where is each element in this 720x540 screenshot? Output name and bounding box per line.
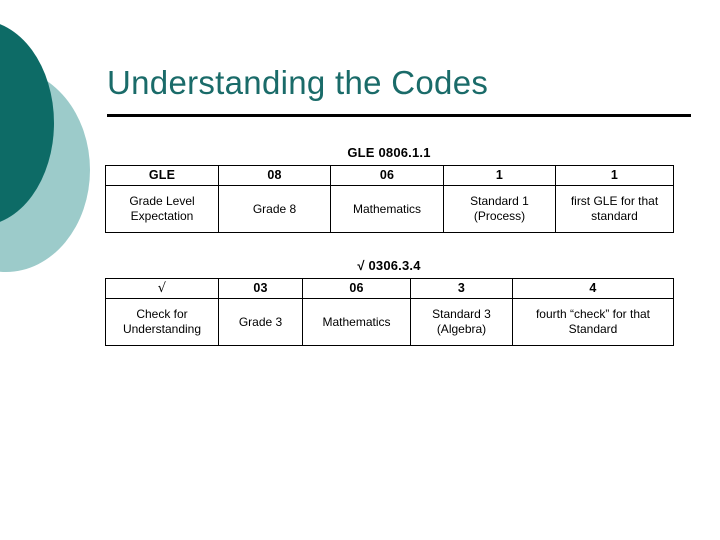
cell-code-3: 1 — [443, 165, 556, 186]
meaning-line-2: (Process) — [473, 209, 526, 223]
cell-code-4: 4 — [512, 278, 674, 299]
meaning-line-1: Check for — [136, 307, 188, 321]
table-row-meanings: Check for Understanding Grade 3 Mathemat… — [105, 298, 674, 346]
meaning-line-2: Standard — [568, 322, 618, 336]
cell-code-3: 3 — [410, 278, 513, 299]
cell-meaning-1: Grade 8 — [218, 185, 331, 233]
code-table-cfu: √ 03 06 3 4 Check for Understanding Grad… — [105, 278, 674, 346]
cell-code-2: 06 — [330, 165, 444, 186]
meaning-line-1: Grade 3 — [238, 314, 283, 329]
cell-meaning-0: Check for Understanding — [105, 298, 219, 346]
meaning-line-1: first GLE for that — [570, 194, 659, 208]
meaning-line-2: Understanding — [122, 322, 202, 336]
cell-meaning-0: Grade Level Expectation — [105, 185, 219, 233]
meaning-line-2: standard — [591, 209, 638, 223]
table-caption-cfu: √ 0306.3.4 — [357, 258, 421, 273]
table-caption-gle: GLE 0806.1.1 — [347, 145, 431, 160]
title-block: Understanding the Codes — [107, 62, 691, 117]
meaning-line-2: (Algebra) — [436, 322, 487, 336]
cell-meaning-3: Standard 1 (Process) — [443, 185, 556, 233]
cell-code-0: √ — [105, 278, 219, 299]
cell-code-0: GLE — [105, 165, 219, 186]
cell-code-4: 1 — [555, 165, 674, 186]
meaning-line-1: Grade 8 — [252, 201, 297, 216]
radical-icon: √ — [157, 281, 167, 296]
meaning-line-1: Grade Level — [129, 194, 195, 208]
cell-meaning-1: Grade 3 — [218, 298, 303, 346]
cell-meaning-4: first GLE for that standard — [555, 185, 674, 233]
cell-code-1: 08 — [218, 165, 331, 186]
table-row-codes: √ 03 06 3 4 — [105, 278, 674, 299]
meaning-line-2: Expectation — [130, 209, 194, 223]
code-table-gle: GLE 08 06 1 1 Grade Level Expectation Gr… — [105, 165, 674, 233]
cell-meaning-4: fourth “check” for that Standard — [512, 298, 674, 346]
meaning-line-1: Standard 3 — [432, 307, 491, 321]
cell-meaning-2: Mathematics — [302, 298, 411, 346]
meaning-line-1: Standard 1 — [470, 194, 529, 208]
cell-meaning-2: Mathematics — [330, 185, 444, 233]
slide-title: Understanding the Codes — [107, 64, 489, 101]
table-row-meanings: Grade Level Expectation Grade 8 Mathemat… — [105, 185, 674, 233]
title-underline-rule — [107, 114, 691, 117]
cell-meaning-3: Standard 3 (Algebra) — [410, 298, 513, 346]
meaning-line-1: fourth “check” for that — [535, 307, 651, 321]
meaning-line-1: Mathematics — [352, 201, 422, 216]
cell-code-2: 06 — [302, 278, 411, 299]
meaning-line-1: Mathematics — [322, 314, 391, 329]
cell-code-1: 03 — [218, 278, 303, 299]
content-area: GLE 0806.1.1 GLE 08 06 1 1 G — [105, 145, 674, 346]
table-row-codes: GLE 08 06 1 1 — [105, 165, 674, 186]
